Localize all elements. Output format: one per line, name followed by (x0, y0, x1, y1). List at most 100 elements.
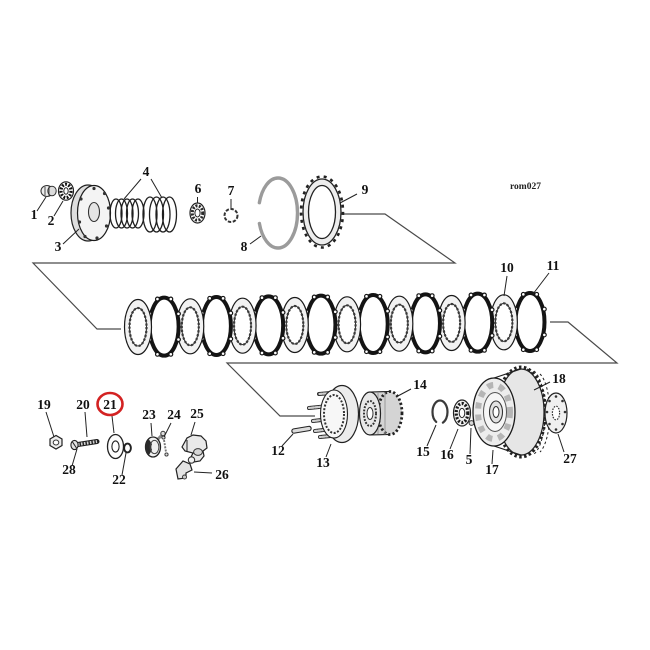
leader-line-28 (71, 448, 78, 467)
callout-10-label: 10 (500, 260, 514, 275)
friction-plate (199, 295, 234, 357)
callout-14-label: 14 (413, 377, 427, 392)
part-21-washer (106, 433, 125, 460)
callout-8-label: 8 (241, 239, 248, 254)
part-19-hex-nut (49, 434, 63, 450)
leader-line-26 (193, 471, 213, 474)
leader-line-16 (449, 428, 459, 450)
callout-26-label: 26 (215, 467, 229, 482)
part-2-bearing (57, 181, 75, 201)
callout-18-label: 18 (552, 371, 566, 386)
steel-plate (437, 294, 466, 352)
reference-code: rom027 (510, 182, 541, 192)
leader-line-27 (557, 433, 565, 453)
callout-15-label: 15 (416, 444, 430, 459)
part-9-pressure-plate-ring (299, 175, 345, 249)
part-6-spacer-ring (189, 202, 206, 224)
leader-line-1 (36, 196, 47, 212)
leader-line-3 (62, 228, 80, 245)
part-14-clutch-hub (358, 390, 404, 436)
leader-line-19 (45, 411, 55, 438)
steel-plate (280, 296, 309, 354)
callout-22-label: 22 (112, 472, 126, 487)
steel-plate (123, 298, 153, 356)
callout-3-label: 3 (55, 239, 62, 254)
part-4-springs (109, 196, 178, 233)
leader-line-22 (121, 452, 127, 476)
part-25-release-arm (181, 434, 208, 464)
callout-28-label: 28 (62, 462, 76, 477)
leader-line-23 (150, 422, 153, 437)
leader-line-4b (150, 178, 163, 199)
part-15-snap-ring (431, 399, 449, 425)
leader-line-4a (123, 178, 142, 200)
leader-line-10 (503, 275, 508, 297)
steel-plate (176, 298, 205, 355)
part-27-release-disc (544, 392, 568, 434)
friction-plate (408, 292, 443, 355)
steel-plate (228, 297, 257, 354)
part-12-pin (291, 425, 312, 434)
callout-5-label: 5 (466, 452, 473, 467)
callout-7-label: 7 (228, 183, 235, 198)
friction-plate (460, 291, 495, 354)
part-3-releasing-disc (70, 184, 112, 242)
callout-6-label: 6 (195, 181, 202, 196)
callout-13-label: 13 (316, 455, 330, 470)
steel-plate (385, 295, 414, 352)
leader-line-21 (111, 415, 115, 434)
leader-line-24 (163, 422, 172, 438)
callout-23-label: 23 (142, 407, 156, 422)
callout-21-label: 21 (103, 397, 117, 412)
part-1-bushing (40, 184, 57, 198)
leader-line-18 (533, 381, 551, 391)
friction-plate (147, 295, 181, 358)
part-16-bearing (452, 399, 472, 427)
friction-plate (513, 291, 547, 353)
leader-line-17 (491, 449, 494, 465)
bracket-line-top (31, 213, 457, 330)
part-20-adjuster-screw (70, 439, 100, 451)
callout-27-label: 27 (563, 451, 577, 466)
leader-line-14 (395, 388, 412, 398)
friction-plate (304, 293, 338, 356)
part-8-snap-ring (256, 176, 300, 250)
part-26-bracket (175, 460, 193, 480)
part-13-stud-plate (307, 384, 360, 444)
part-7-retaining-ring (223, 208, 239, 223)
leader-line-20 (84, 411, 88, 438)
part-22-small-ring (123, 442, 132, 454)
leader-line-5 (469, 427, 472, 455)
callout-4-label: 4 (143, 164, 150, 179)
leader-line-25 (190, 421, 196, 436)
leader-line-13 (325, 443, 332, 458)
callout-12-label: 12 (271, 443, 285, 458)
leader-line-15 (426, 424, 437, 447)
leader-line-12 (281, 433, 294, 447)
bracket-line-bottom (225, 321, 619, 417)
callout-9-label: 9 (362, 182, 369, 197)
callout-11-label: 11 (547, 258, 560, 273)
leader-line-9 (339, 193, 358, 204)
part-24-pin (161, 435, 169, 457)
callout-25-label: 25 (190, 406, 204, 421)
leader-line-11 (532, 272, 550, 295)
friction-plate (251, 294, 286, 357)
steel-plate (489, 294, 518, 351)
callout-16-label: 16 (440, 447, 454, 462)
friction-plate (356, 293, 391, 355)
leader-line-2 (53, 200, 64, 217)
callout-24-label: 24 (167, 407, 181, 422)
part-17-18-clutch-shell-sprocket (472, 365, 551, 459)
highlight-circle-21 (96, 391, 124, 417)
part-23-release-lever (144, 430, 166, 458)
callout-17-label: 17 (485, 462, 499, 477)
steel-plate (332, 296, 362, 353)
leader-line-8 (249, 235, 262, 245)
callout-19-label: 19 (37, 397, 51, 412)
callout-1-label: 1 (31, 207, 38, 222)
plate-stack (123, 291, 547, 358)
callout-20-label: 20 (76, 397, 90, 412)
